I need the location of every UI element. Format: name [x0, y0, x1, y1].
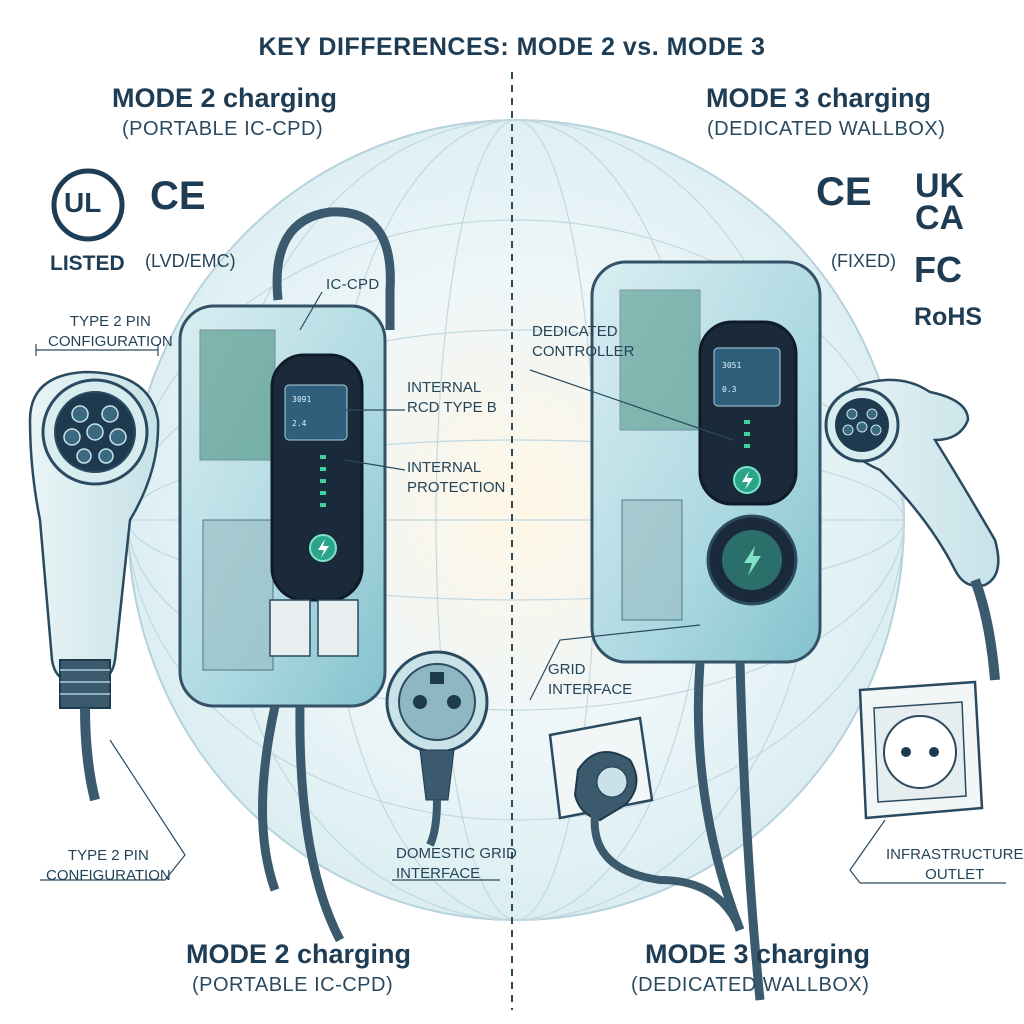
type2-plug-left: [28, 370, 160, 802]
leader-lines: [35, 291, 1006, 884]
ul-listed-label: LISTED: [50, 252, 125, 275]
mode3-footer-heading: MODE 3 charging: [645, 939, 871, 969]
iccpd-unit: [178, 207, 395, 943]
grid-socket: [548, 716, 744, 932]
ce-note-right: (FIXED): [831, 251, 896, 271]
fcc-mark: FC: [914, 249, 962, 290]
mode3-subheading: (DEDICATED WALLBOX): [707, 118, 946, 140]
type2-connector-right: [824, 378, 1000, 681]
rohs-mark: RoHS: [914, 303, 983, 331]
mode3-screen-readout-1: 3051: [722, 361, 742, 370]
mode2-footer-subheading: (PORTABLE IC-CPD): [192, 974, 394, 996]
mode2-heading: MODE 2 charging: [112, 83, 338, 113]
mode3-screen-readout-2: 0.3: [722, 385, 737, 394]
ce-mark-left: CE: [150, 174, 206, 218]
mode3-footer-subheading: (DEDICATED WALLBOX): [631, 974, 870, 996]
mode2-footer-heading: MODE 2 charging: [186, 939, 412, 969]
mode2-screen-readout-2: 2.4: [292, 419, 307, 428]
domestic-plug: [385, 650, 489, 847]
infrastructure-outlet: [858, 680, 984, 820]
label-iccpd: IC-CPD: [326, 276, 380, 293]
mode2-subheading: (PORTABLE IC-CPD): [122, 118, 324, 140]
page-title: KEY DIFFERENCES: MODE 2 vs. MODE 3: [258, 33, 766, 61]
wallbox-unit: [590, 260, 822, 1001]
ce-note-left: (LVD/EMC): [145, 251, 236, 271]
ul-mark: UL: [64, 187, 102, 218]
ul-logo: [51, 168, 125, 242]
mode2-screen-readout-1: 3091: [292, 395, 312, 404]
ce-mark-right: CE: [816, 170, 872, 214]
mode3-heading: MODE 3 charging: [706, 83, 932, 113]
